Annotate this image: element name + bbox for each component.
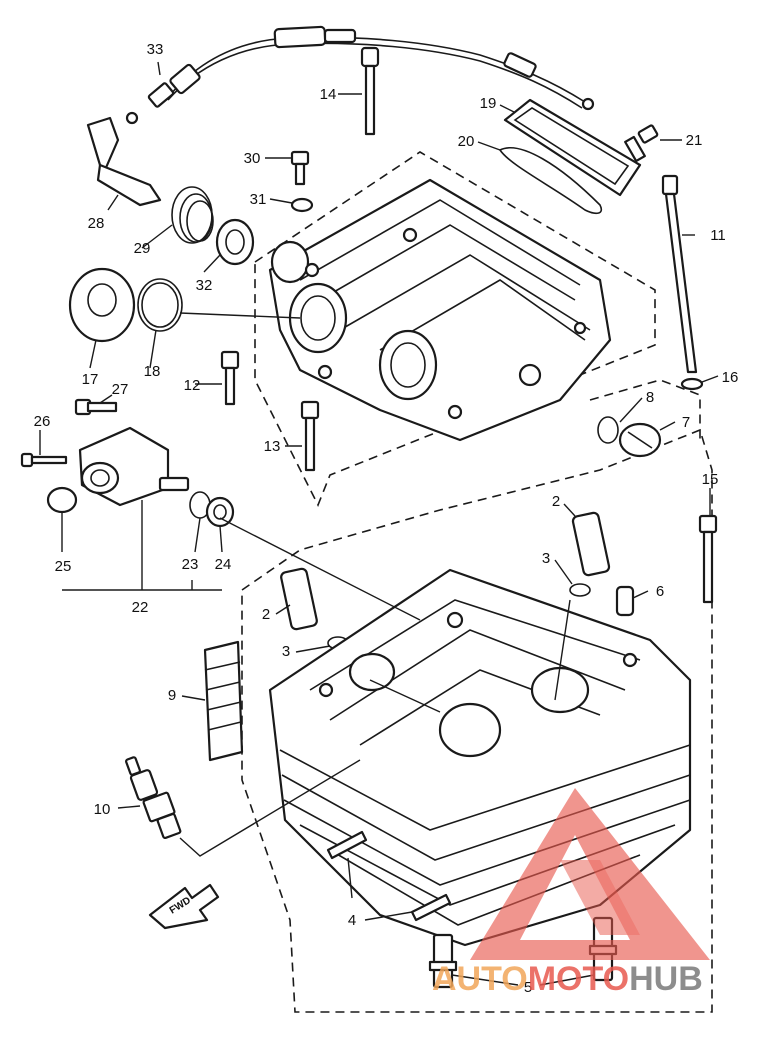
- callout-21: 21: [686, 132, 703, 149]
- valve-spring-9: [203, 640, 244, 762]
- bolt-13: [300, 400, 320, 472]
- callout-16: 16: [722, 369, 739, 386]
- callout-23: 23: [182, 556, 199, 573]
- washer-31: [290, 197, 314, 213]
- callout-15: 15: [702, 471, 719, 488]
- callout-18: 18: [144, 363, 161, 380]
- automotohub-watermark: AUTOMOTOHUB: [432, 788, 710, 998]
- callout-22: 22: [132, 599, 149, 616]
- callout-2-left: 2: [262, 606, 270, 623]
- watermark-text: AUTOMOTOHUB: [432, 960, 703, 998]
- camshaft-housing-group-outline: [254, 151, 656, 507]
- callout-12: 12: [184, 377, 201, 394]
- valve-guide-2-right: [571, 511, 611, 577]
- callout-17: 17: [82, 371, 99, 388]
- camshaft-housing: [268, 178, 612, 442]
- bolt-30: [290, 150, 310, 186]
- bolt-21: [624, 124, 659, 163]
- bolt-27: [74, 398, 118, 416]
- callout-6: 6: [656, 583, 664, 600]
- callout-5: 5: [524, 979, 532, 996]
- callout-numbers: 33 14 19 20 21 30 31 11 28 29 32 17 18 1…: [34, 41, 739, 996]
- callout-30: 30: [244, 150, 261, 167]
- oil-seal-32: [215, 218, 255, 266]
- callout-3-left: 3: [282, 643, 290, 660]
- callout-20: 20: [458, 133, 475, 150]
- washer-25: [46, 486, 78, 514]
- callout-19: 19: [480, 95, 497, 112]
- callout-10: 10: [94, 801, 111, 818]
- callout-9: 9: [168, 687, 176, 704]
- decompression-cable: [125, 25, 595, 125]
- callout-32: 32: [196, 277, 213, 294]
- plug-7: [618, 422, 662, 458]
- leader-lines: [39, 61, 719, 986]
- bolt-14: [360, 46, 380, 136]
- watermark-part-hub: HUB: [629, 960, 703, 998]
- stud-bolt-11: [661, 174, 698, 374]
- callout-8: 8: [646, 389, 654, 406]
- clip-3-right: [569, 583, 591, 597]
- callout-25: 25: [55, 558, 72, 575]
- oil-seal-24: [205, 496, 235, 528]
- callout-26: 26: [34, 413, 51, 430]
- stud-4-lower: [410, 893, 452, 922]
- callout-27: 27: [112, 381, 129, 398]
- tachometer-drive-housing: [78, 426, 190, 507]
- watermark-part-moto: MOTO: [528, 960, 629, 998]
- dowel-6: [615, 585, 635, 617]
- watermark-triangle-logo: [470, 788, 710, 960]
- callout-24: 24: [215, 556, 232, 573]
- stud-4-upper: [326, 830, 368, 860]
- cylinder-head-group-outline: [241, 428, 713, 1013]
- spring-29: [171, 186, 214, 244]
- bolt-12: [220, 350, 240, 406]
- callout-33: 33: [147, 41, 164, 58]
- stud-5-left: [428, 933, 458, 989]
- cap-17: [68, 267, 136, 343]
- watermark-part-auto: AUTO: [432, 960, 528, 998]
- spark-plug-10: [125, 756, 182, 840]
- callout-29: 29: [134, 240, 151, 257]
- o-ring-20: [498, 147, 603, 215]
- o-ring-8: [597, 416, 619, 444]
- watermark-inner-stripe: [560, 860, 640, 935]
- callout-14: 14: [320, 86, 337, 103]
- right-group-outline: [589, 379, 701, 440]
- callout-2-right: 2: [552, 493, 560, 510]
- bolt-15: [698, 514, 718, 604]
- screw-26: [20, 452, 68, 468]
- decompression-lever-28: [86, 116, 162, 207]
- callout-28: 28: [88, 215, 105, 232]
- callout-7: 7: [682, 414, 690, 431]
- forward-arrow-icon: FWD: [148, 883, 220, 930]
- callout-4: 4: [348, 912, 356, 929]
- callout-13: 13: [264, 438, 281, 455]
- cover-19: [503, 98, 642, 197]
- washer-16: [680, 377, 704, 391]
- callout-3-right: 3: [542, 550, 550, 567]
- callout-31: 31: [250, 191, 267, 208]
- callout-11: 11: [710, 227, 726, 244]
- o-ring-18: [137, 278, 183, 332]
- valve-guide-2-left: [280, 567, 318, 631]
